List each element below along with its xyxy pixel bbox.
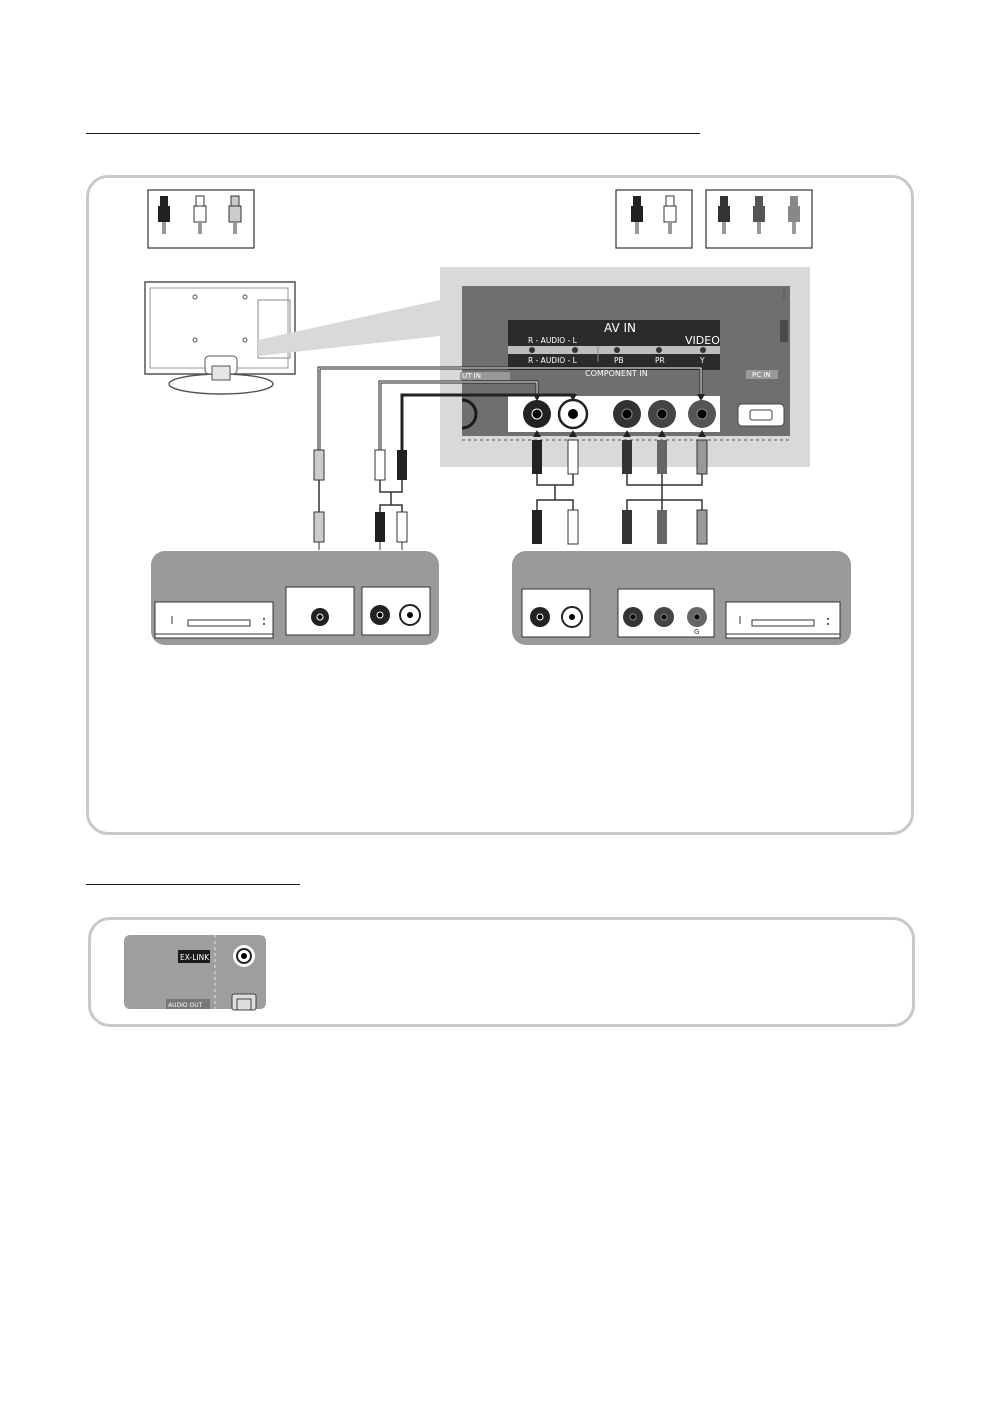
y-label: Y — [699, 356, 705, 365]
connection-diagram: AV IN R - AUDIO - L VIDEO R - AUDIO - L … — [0, 0, 999, 860]
component-in-label: COMPONENT IN — [585, 369, 648, 378]
audio-bottom-label: R - AUDIO - L — [528, 356, 578, 365]
cable-legend-av — [148, 190, 254, 248]
hdmi-partial-label: UT IN — [462, 372, 481, 380]
video-label: VIDEO — [685, 334, 720, 347]
av-device-bay — [151, 551, 439, 645]
av-plugs — [314, 450, 407, 550]
exlink-illustration: EX-LINK AUDIO OUT — [120, 932, 270, 1012]
cable-legend-audio — [616, 190, 692, 248]
tv-back-illustration — [145, 282, 440, 394]
pb-label: PB — [614, 356, 624, 365]
pc-in-label: PC IN — [752, 371, 771, 379]
pr-label: PR — [655, 356, 665, 365]
cable-legend-component — [706, 190, 812, 248]
exlink-label: EX-LINK — [180, 953, 210, 962]
green-jack-label: G — [694, 628, 699, 636]
audio-out-label: AUDIO OUT — [168, 1002, 203, 1009]
dvd-player-icon — [155, 602, 273, 638]
component-device-bay — [512, 551, 851, 645]
audio-top-label: R - AUDIO - L — [528, 336, 578, 345]
av-in-title: AV IN — [604, 321, 636, 335]
exlink-section-title-rule — [86, 884, 300, 885]
dvd-player-icon — [726, 602, 840, 638]
